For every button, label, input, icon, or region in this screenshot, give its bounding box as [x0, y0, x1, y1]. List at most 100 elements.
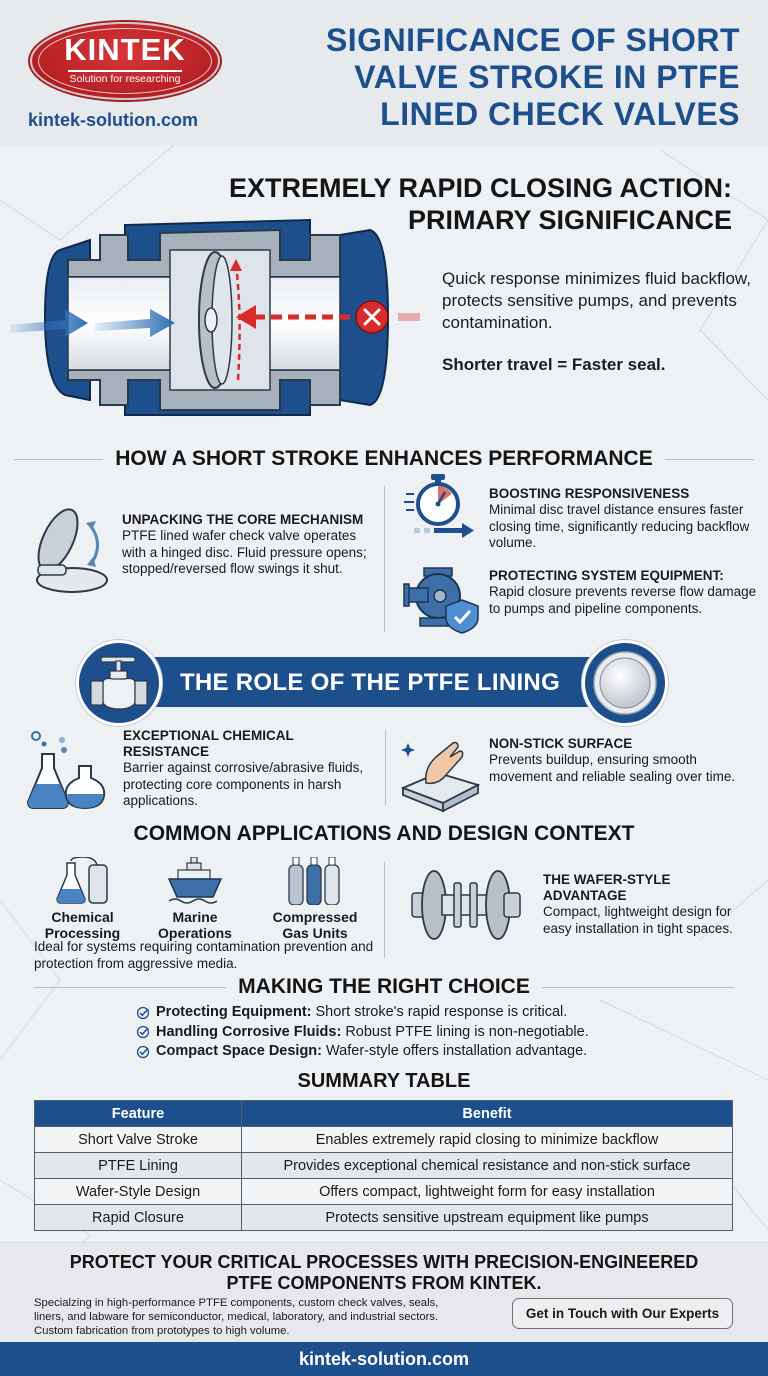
table-cell: Wafer-Style Design [34, 1178, 242, 1205]
summary-table: Feature Benefit Short Valve Stroke Enabl… [34, 1100, 733, 1231]
choice-item: Handling Corrosive Fluids: Robust PTFE l… [136, 1023, 589, 1043]
hinged-disc-icon [36, 508, 108, 593]
feature-title: BOOSTING RESPONSIVENESS [489, 486, 690, 501]
table-row: PTFE Lining Provides exceptional chemica… [34, 1152, 733, 1179]
cta-text-line: Specialzing in high-performance PTFE com… [34, 1297, 439, 1309]
chemical-flask-icon [55, 857, 108, 904]
page-title: SIGNIFICANCE OF SHORT VALVE STROKE IN PT… [270, 22, 740, 133]
choice-label: Protecting Equipment: [156, 1004, 312, 1020]
valve-badge [76, 640, 162, 726]
feature-title: ADVANTAGE [543, 888, 627, 903]
feature-title: EXCEPTIONAL CHEMICAL RESISTANCE [123, 728, 294, 759]
feature-non-stick: NON-STICK SURFACE Prevents buildup, ensu… [489, 736, 759, 785]
ptfe-disc-badge [582, 640, 668, 726]
cta-title: PROTECT YOUR CRITICAL PROCESSES WITH PRE… [0, 1252, 768, 1294]
cta-text-line: Custom fabrication from prototypes to hi… [34, 1325, 290, 1337]
cta-title-line: PROTECT YOUR CRITICAL PROCESSES WITH PRE… [69, 1252, 699, 1272]
gate-valve-icon [90, 656, 148, 710]
app-label: Gas Units [282, 925, 348, 941]
app-label: Compressed [272, 909, 358, 925]
choice-item: Protecting Equipment: Short stroke's rap… [136, 1003, 589, 1023]
table-cell: PTFE Lining [34, 1152, 242, 1179]
feature-wafer-style: THE WAFER-STYLE ADVANTAGE Compact, light… [543, 872, 763, 937]
cta-text-line: liners, and labware for semiconductor, m… [34, 1311, 439, 1323]
column-header: Benefit [241, 1100, 733, 1127]
check-valve-cross-section-icon [10, 218, 420, 416]
header: KINTEK Solution for researching kintek-s… [0, 0, 768, 145]
choice-text: Robust PTFE lining is non-negotiable. [341, 1023, 589, 1040]
cta-section: PROTECT YOUR CRITICAL PROCESSES WITH PRE… [0, 1242, 768, 1342]
flasks-icon [26, 731, 106, 810]
feature-title: NON-STICK SURFACE [489, 736, 633, 751]
vertical-divider [384, 862, 385, 958]
choice-item: Compact Space Design: Wafer-style offers… [136, 1042, 589, 1062]
ptfe-lining-heading: THE ROLE OF THE PTFE LINING [179, 669, 561, 696]
choice-label: Compact Space Design: [156, 1043, 322, 1059]
choice-section-header: MAKING THE RIGHT CHOICE [0, 975, 768, 999]
app-label: Chemical [51, 909, 114, 925]
divider-line [664, 458, 754, 460]
divider-line [14, 458, 104, 460]
feature-title: THE WAFER-STYLE [543, 872, 671, 887]
hand-surface-icon [400, 741, 481, 813]
wafer-valve-icon [411, 870, 521, 940]
applications-heading: COMMON APPLICATIONS AND DESIGN CONTEXT [133, 822, 635, 845]
vertical-divider [385, 730, 386, 805]
app-chemical-processing: Chemical Processing [40, 857, 125, 941]
column-header: Feature [34, 1100, 242, 1127]
feature-title: UNPACKING THE CORE MECHANISM [122, 512, 364, 527]
vertical-divider [384, 486, 385, 632]
table-row: Wafer-Style Design Offers compact, light… [34, 1178, 733, 1205]
summary-heading: SUMMARY TABLE [297, 1070, 471, 1092]
logo-tagline: Solution for researching [69, 73, 181, 85]
feature-chemical-resistance: EXCEPTIONAL CHEMICAL RESISTANCE Barrier … [123, 728, 378, 810]
ptfe-disc-icon [593, 651, 657, 715]
feature-text: Compact, lightweight design for easy ins… [543, 904, 733, 936]
gas-cylinders-icon [288, 857, 340, 905]
pump-shield-icon [403, 567, 479, 634]
table-cell: Enables extremely rapid closing to minim… [241, 1126, 733, 1153]
performance-heading: HOW A SHORT STROKE ENHANCES PERFORMANCE [115, 447, 653, 470]
title-line: SIGNIFICANCE OF SHORT [325, 22, 740, 58]
applications-section-header: COMMON APPLICATIONS AND DESIGN CONTEXT [0, 822, 768, 846]
table-row: Rapid Closure Protects sensitive upstrea… [34, 1204, 733, 1231]
title-line: LINED CHECK VALVES [380, 96, 740, 132]
choice-text: Wafer-style offers installation advantag… [322, 1043, 588, 1059]
contact-experts-button[interactable]: Get in Touch with Our Experts [512, 1298, 733, 1329]
table-cell: Rapid Closure [34, 1204, 242, 1231]
title-line: EXTREMELY RAPID CLOSING ACTION: [228, 173, 732, 203]
ptfe-lining-banner: THE ROLE OF THE PTFE LINING [110, 657, 630, 707]
app-label: Operations [158, 925, 232, 941]
app-compressed-gas: Compressed Gas Units [265, 857, 365, 941]
feature-responsiveness: BOOSTING RESPONSIVENESS Minimal disc tra… [489, 486, 759, 552]
feature-text: PTFE lined wafer check valve operates wi… [122, 528, 367, 576]
app-label: Processing [44, 925, 121, 941]
feature-core-mechanism: UNPACKING THE CORE MECHANISM PTFE lined … [122, 512, 372, 578]
ship-icon [167, 857, 223, 904]
table-cell: Provides exceptional chemical resistance… [241, 1152, 733, 1179]
choice-text: Short stroke's rapid response is critica… [311, 1004, 568, 1020]
choice-list: Protecting Equipment: Short stroke's rap… [136, 1003, 589, 1062]
app-marine-operations: Marine Operations [150, 857, 240, 941]
primary-emphasis: Shorter travel = Faster seal. [442, 355, 666, 374]
divider-line [541, 986, 735, 988]
footer-site-link[interactable]: kintek-solution.com [0, 1342, 768, 1376]
logo-brand-name: KINTEK [64, 32, 186, 67]
table-row: Short Valve Stroke Enables extremely rap… [34, 1126, 733, 1153]
header-site-link[interactable]: kintek-solution.com [28, 110, 199, 130]
primary-description: Quick response minimizes fluid backflow,… [442, 269, 751, 332]
check-circle-icon [136, 1026, 150, 1039]
feature-text: Prevents buildup, ensuring smooth moveme… [489, 752, 736, 784]
feature-text: Minimal disc travel distance ensures fas… [489, 502, 750, 550]
cta-title-line: PTFE COMPONENTS FROM KINTEK. [226, 1273, 542, 1293]
feature-protecting-equipment: PROTECTING SYSTEM EQUIPMENT: Rapid closu… [489, 568, 764, 617]
kintek-logo[interactable]: KINTEK Solution for researching [30, 22, 220, 100]
feature-text: Rapid closure prevents reverse flow dama… [489, 584, 757, 616]
table-cell: Offers compact, lightweight form for eas… [241, 1178, 733, 1205]
feature-text: Barrier against corrosive/abrasive fluid… [123, 760, 364, 808]
check-circle-icon [136, 1045, 150, 1058]
table-cell: Protects sensitive upstream equipment li… [241, 1204, 733, 1231]
app-label: Marine [172, 909, 218, 925]
logo-divider [68, 70, 182, 72]
